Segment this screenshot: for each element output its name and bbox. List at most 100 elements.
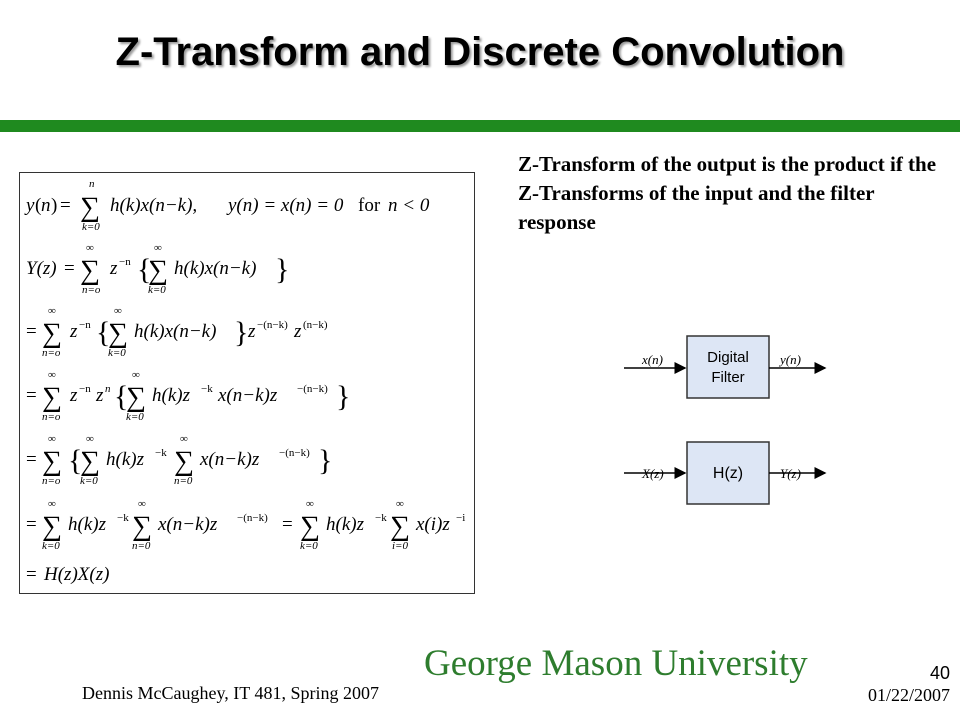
svg-text:x(n−k)z: x(n−k)z bbox=[217, 385, 278, 406]
svg-text:x(n−k)z: x(n−k)z bbox=[199, 449, 260, 470]
svg-text:−i: −i bbox=[456, 512, 465, 524]
page-number: 40 bbox=[929, 663, 950, 683]
equation-derivation: y ( n ) = n ∑ k=0 h(k)x(n−k), y(n) = x(n… bbox=[24, 178, 465, 585]
svg-text:∞: ∞ bbox=[114, 305, 122, 317]
svg-text:−n: −n bbox=[119, 256, 131, 268]
svg-text:∑: ∑ bbox=[174, 446, 194, 477]
filter-block-diagram: Digital Filter x(n) y(n) H(z) X(z) Y(z) bbox=[624, 335, 827, 505]
svg-text:h(k)z: h(k)z bbox=[106, 449, 145, 470]
svg-text:∑: ∑ bbox=[300, 511, 320, 542]
svg-text:}: } bbox=[336, 380, 350, 413]
svg-text:y(n) = x(n) = 0: y(n) = x(n) = 0 bbox=[226, 195, 344, 216]
svg-text:∑: ∑ bbox=[80, 446, 100, 477]
svg-text:∞: ∞ bbox=[86, 433, 94, 445]
svg-text:{: { bbox=[114, 380, 128, 413]
output-label-yz: Y(z) bbox=[780, 466, 801, 481]
svg-text:=: = bbox=[26, 385, 37, 406]
svg-text:∞: ∞ bbox=[154, 242, 162, 254]
svg-text:n: n bbox=[89, 178, 95, 190]
svg-text:∞: ∞ bbox=[86, 242, 94, 254]
svg-text:−(n−k): −(n−k) bbox=[237, 512, 268, 524]
svg-text:∑: ∑ bbox=[108, 318, 128, 349]
svg-text:h(k)z: h(k)z bbox=[152, 385, 191, 406]
svg-text:∞: ∞ bbox=[48, 305, 56, 317]
svg-text:−(n−k): −(n−k) bbox=[257, 319, 288, 331]
svg-text:Y(z): Y(z) bbox=[26, 258, 57, 279]
svg-text:=: = bbox=[64, 258, 75, 279]
svg-text:=: = bbox=[26, 564, 37, 585]
svg-text:=: = bbox=[26, 321, 37, 342]
svg-text:∞: ∞ bbox=[48, 433, 56, 445]
svg-text:∑: ∑ bbox=[126, 382, 146, 413]
svg-text:∞: ∞ bbox=[396, 498, 404, 510]
svg-text:n < 0: n < 0 bbox=[388, 195, 430, 216]
svg-text:∑: ∑ bbox=[80, 192, 100, 223]
svg-text:n=o: n=o bbox=[42, 411, 61, 423]
svg-text:∑: ∑ bbox=[80, 255, 100, 286]
svg-text:=: = bbox=[60, 195, 71, 216]
svg-text:k=0: k=0 bbox=[300, 540, 318, 552]
equation-line-5: = ∞ ∑ n=o { ∞ ∑ k=0 h(k)z −k ∞ ∑ n=0 x(n… bbox=[26, 433, 332, 487]
svg-text:(n−k): (n−k) bbox=[303, 319, 328, 331]
svg-text:y: y bbox=[24, 195, 35, 216]
title-divider bbox=[0, 120, 960, 132]
svg-text:x(i)z: x(i)z bbox=[415, 514, 450, 535]
output-label-yn: y(n) bbox=[778, 352, 801, 367]
slide-title: Z-Transform and Discrete Convolution bbox=[115, 30, 845, 74]
input-label-xn: x(n) bbox=[641, 352, 663, 367]
svg-text:∑: ∑ bbox=[42, 318, 62, 349]
svg-text:H(z): H(z) bbox=[713, 465, 743, 482]
university-logo: George Mason University bbox=[424, 643, 808, 684]
svg-text:n=o: n=o bbox=[82, 284, 101, 296]
svg-text:k=0: k=0 bbox=[148, 284, 166, 296]
svg-text:∑: ∑ bbox=[390, 511, 410, 542]
description-text: Z-Transform of the output is the product… bbox=[518, 152, 937, 234]
svg-text:−k: −k bbox=[155, 447, 167, 459]
svg-text:z: z bbox=[69, 385, 78, 406]
svg-text:i=0: i=0 bbox=[392, 540, 408, 552]
svg-text:(: ( bbox=[35, 195, 41, 216]
equation-line-2: Y(z) = ∞ ∑ n=o z −n { ∞ ∑ k=0 h(k)x(n−k)… bbox=[26, 242, 289, 296]
equation-box: y ( n ) = n ∑ k=0 h(k)x(n−k), y(n) = x(n… bbox=[19, 172, 475, 594]
svg-text:for: for bbox=[358, 195, 381, 216]
svg-text:{: { bbox=[96, 316, 110, 349]
equation-line-6: = ∞ ∑ k=0 h(k)z −k ∞ ∑ n=0 x(n−k)z −(n−k… bbox=[26, 498, 465, 552]
svg-text:∑: ∑ bbox=[42, 511, 62, 542]
svg-text:n=o: n=o bbox=[42, 347, 61, 359]
svg-text:n=o: n=o bbox=[42, 475, 61, 487]
footer-author: Dennis McCaughey, IT 481, Spring 2007 bbox=[82, 683, 379, 703]
svg-text:∞: ∞ bbox=[306, 498, 314, 510]
equation-line-3: = ∞ ∑ n=o z −n { ∞ ∑ k=0 h(k)x(n−k) } z … bbox=[26, 305, 328, 359]
svg-text:{: { bbox=[137, 253, 151, 286]
svg-text:h(k)z: h(k)z bbox=[326, 514, 365, 535]
svg-text:∑: ∑ bbox=[148, 255, 168, 286]
svg-text:z: z bbox=[95, 385, 104, 406]
digital-filter-block: Digital Filter bbox=[686, 335, 770, 399]
svg-text:∑: ∑ bbox=[42, 382, 62, 413]
svg-text:): ) bbox=[51, 195, 57, 216]
svg-text:=: = bbox=[26, 449, 37, 470]
svg-text:∑: ∑ bbox=[132, 511, 152, 542]
svg-text:k=0: k=0 bbox=[80, 475, 98, 487]
svg-text:−(n−k): −(n−k) bbox=[297, 383, 328, 395]
svg-text:k=0: k=0 bbox=[42, 540, 60, 552]
equation-line-4: = ∞ ∑ n=o z −n z n { ∞ ∑ k=0 h(k)z −k x(… bbox=[26, 369, 350, 423]
svg-text:}: } bbox=[275, 253, 289, 286]
svg-text:∞: ∞ bbox=[48, 498, 56, 510]
equation-line-7: = H(z)X(z) bbox=[26, 564, 109, 585]
svg-text:∞: ∞ bbox=[138, 498, 146, 510]
svg-text:n=0: n=0 bbox=[174, 475, 193, 487]
footer-date: 01/22/2007 bbox=[867, 685, 950, 705]
svg-text:−n: −n bbox=[79, 319, 91, 331]
svg-text:z: z bbox=[247, 321, 256, 342]
svg-text:Digital: Digital bbox=[707, 349, 749, 366]
svg-text:∞: ∞ bbox=[48, 369, 56, 381]
equation-line-1: y ( n ) = n ∑ k=0 h(k)x(n−k), y(n) = x(n… bbox=[24, 178, 430, 233]
input-label-xz: X(z) bbox=[641, 466, 664, 481]
svg-text:h(k)x(n−k): h(k)x(n−k) bbox=[174, 258, 256, 279]
svg-text:}: } bbox=[318, 444, 332, 477]
svg-text:h(k)z: h(k)z bbox=[68, 514, 107, 535]
svg-text:−(n−k): −(n−k) bbox=[279, 447, 310, 459]
svg-text:−k: −k bbox=[201, 383, 213, 395]
svg-text:=: = bbox=[282, 514, 293, 535]
